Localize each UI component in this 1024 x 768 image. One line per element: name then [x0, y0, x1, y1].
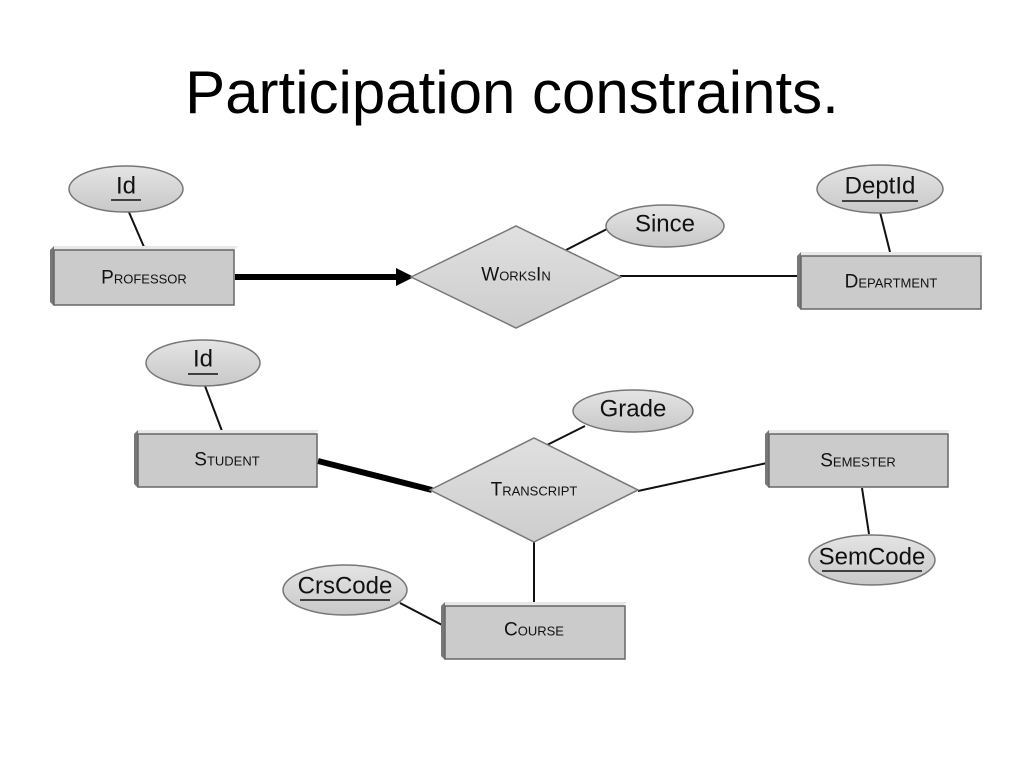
- line-since-worksin: [565, 228, 608, 251]
- entity-student-label: Student: [194, 450, 259, 471]
- entity-department: Department: [797, 252, 983, 310]
- line-student-id: [204, 385, 223, 432]
- entity-course: Course: [441, 602, 627, 660]
- entity-professor-label: Professor: [101, 268, 187, 289]
- attribute-semcode: SemCode: [808, 534, 936, 586]
- entity-semester: Semester: [765, 430, 950, 488]
- attribute-since-label: Since: [635, 211, 695, 238]
- slide-title: Participation constraints.: [185, 59, 839, 126]
- attribute-grade-label: Grade: [600, 396, 667, 423]
- relationship-transcript-label: Transcript: [491, 480, 578, 501]
- line-student-transcript: [317, 458, 433, 493]
- attribute-crscode-label: CrsCode: [298, 573, 393, 600]
- arrowhead-icon: [396, 268, 414, 286]
- relationship-transcript: Transcript: [428, 437, 640, 543]
- line-grade-transcript: [544, 425, 586, 447]
- line-semester-semcode: [861, 487, 870, 535]
- line-transcript-semester: [637, 462, 768, 492]
- attribute-professor-id-label: Id: [116, 173, 136, 200]
- attribute-professor-id: Id: [68, 165, 184, 213]
- relationship-worksin-label: WorksIn: [481, 265, 550, 286]
- relationship-worksin: WorksIn: [409, 225, 623, 329]
- attribute-student-id: Id: [145, 339, 261, 387]
- entity-professor: Professor: [50, 246, 238, 306]
- attribute-since: Since: [605, 204, 725, 248]
- attribute-grade: Grade: [572, 389, 694, 433]
- line-deptid-department: [879, 211, 891, 253]
- entity-student: Student: [134, 430, 319, 488]
- line-crscode-course: [399, 602, 445, 627]
- attribute-deptid: DeptId: [816, 164, 944, 214]
- entity-semester-label: Semester: [820, 451, 896, 472]
- attribute-semcode-label: SemCode: [819, 544, 926, 571]
- line-professor-id: [127, 209, 145, 248]
- entity-department-label: Department: [845, 272, 938, 293]
- attribute-student-id-label: Id: [193, 346, 213, 373]
- attribute-crscode: CrsCode: [282, 564, 408, 616]
- attribute-deptid-label: DeptId: [845, 173, 916, 200]
- entity-course-label: Course: [504, 620, 564, 641]
